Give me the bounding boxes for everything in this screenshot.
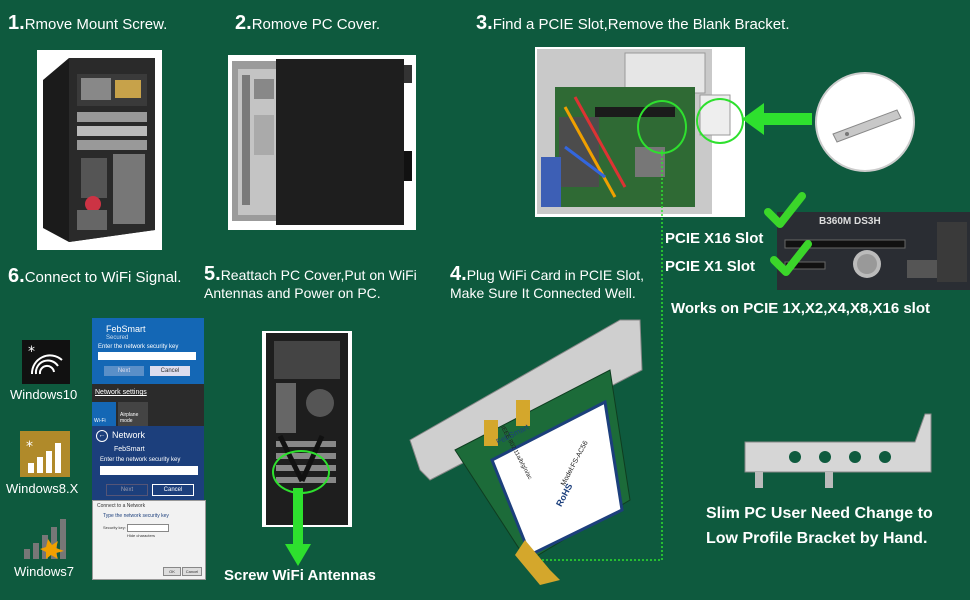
slot-highlight-circle xyxy=(637,100,687,154)
pc-cover-photo xyxy=(228,55,416,230)
checkmark-x1-icon xyxy=(770,240,812,276)
win10-status: Secured xyxy=(106,335,129,341)
motherboard-model-text: B360M DS3H xyxy=(819,216,881,227)
windows10-label: Windows10 xyxy=(10,387,78,402)
windows10-wifi-icon: * xyxy=(22,340,70,384)
svg-text:*: * xyxy=(26,439,33,455)
win7-field-label: Security key: xyxy=(103,525,126,530)
win10-airplane-tile[interactable]: Airplane mode xyxy=(118,402,148,426)
win10-next-button[interactable]: Next xyxy=(104,366,144,376)
svg-text:*: * xyxy=(28,344,35,360)
pc-tower-photo xyxy=(37,50,162,250)
win7-title: Connect to a Network xyxy=(97,503,146,509)
win7-prompt: Type the network security key xyxy=(103,513,169,519)
win8-key-input[interactable] xyxy=(100,466,198,475)
win10-prompt: Enter the network security key xyxy=(98,344,179,350)
win8-back-icon[interactable]: ← xyxy=(96,430,108,442)
arrow-left-icon xyxy=(742,103,812,135)
win8-title: Network xyxy=(112,430,146,440)
pcie-x16-label: PCIE X16 Slot xyxy=(665,230,764,247)
windows7-label: Windows7 xyxy=(14,564,74,579)
win7-hide-checkbox[interactable]: Hide characters xyxy=(127,533,156,538)
win10-cancel-button[interactable]: Cancel xyxy=(150,366,190,376)
works-on-label: Works on PCIE 1X,X2,X4,X8,X16 slot xyxy=(671,300,930,317)
step-6-label: 6.Connect to WiFi Signal. xyxy=(8,265,182,287)
slim-pc-note-line1: Slim PC User Need Change to xyxy=(706,505,933,522)
win7-cancel-button[interactable]: Cancel xyxy=(182,567,202,576)
win8-connect-panel: Network ← FebSmart Enter the network sec… xyxy=(92,426,204,500)
win8-next-button[interactable]: Next xyxy=(106,484,148,496)
win8-prompt: Enter the network security key xyxy=(100,457,181,463)
blank-bracket-circle xyxy=(815,72,915,172)
arrow-down-icon xyxy=(285,488,311,566)
win10-network-name: FebSmart xyxy=(106,324,146,334)
win10-key-input[interactable] xyxy=(98,352,196,360)
win10-settings-link[interactable]: Network settings xyxy=(95,389,147,396)
win8-network-name: FebSmart xyxy=(114,446,145,453)
win10-connect-panel: FebSmart Secured Enter the network secur… xyxy=(92,318,204,426)
win7-key-input[interactable] xyxy=(127,524,169,532)
low-profile-bracket-image xyxy=(735,412,935,492)
windows7-signal-icon xyxy=(18,515,70,561)
pcie-x1-label: PCIE X1 Slot xyxy=(665,258,756,275)
windows8-label: Windows8.X xyxy=(6,481,79,496)
checkmark-x16-icon xyxy=(764,192,806,228)
motherboard-slots-photo: B360M DS3H xyxy=(777,212,970,290)
wifi-card-image: FebSmart Model:FS-AC56 RoHS IEEE 802.11a… xyxy=(400,310,650,590)
win7-connect-panel: Connect to a Network Type the network se… xyxy=(92,500,206,580)
bracket-highlight-circle xyxy=(696,98,744,144)
slim-pc-note-line2: Low Profile Bracket by Hand. xyxy=(706,530,928,547)
screw-antennas-caption: Screw WiFi Antennas xyxy=(224,567,376,584)
windows8-signal-icon: * xyxy=(20,431,70,477)
win8-cancel-button[interactable]: Cancel xyxy=(152,484,194,496)
win10-wifi-tile[interactable]: Wi-Fi xyxy=(92,402,116,426)
win7-ok-button[interactable]: OK xyxy=(163,567,181,576)
step-2-label: 2.Romove PC Cover. xyxy=(235,12,381,34)
step-1-label: 1.Rmove Mount Screw. xyxy=(8,12,168,34)
step-3-label: 3.Find a PCIE Slot,Remove the Blank Brac… xyxy=(476,12,790,34)
step-4-label: 4.Plug WiFi Card in PCIE Slot,Make Sure … xyxy=(450,263,645,301)
